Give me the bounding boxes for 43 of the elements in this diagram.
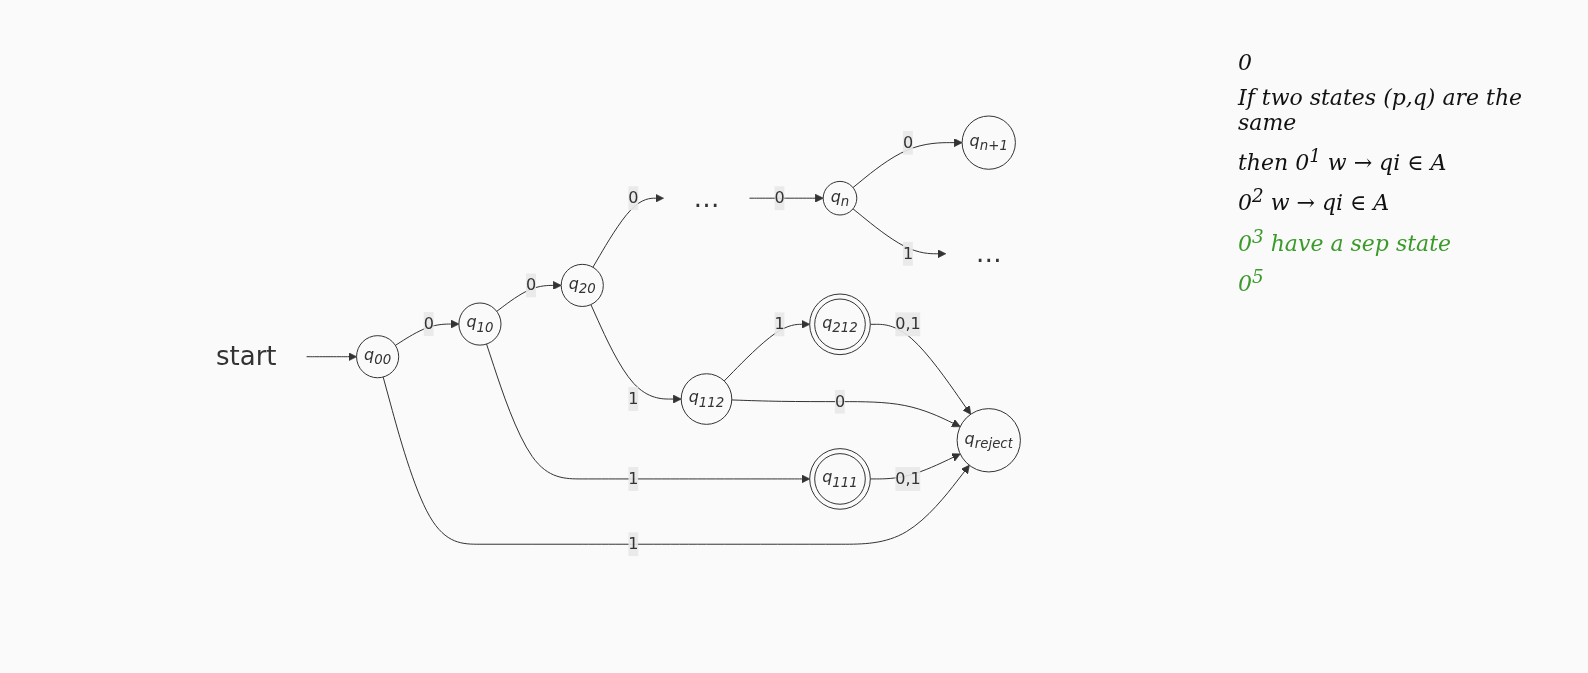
node-circle: q$_{112}$ [680,373,733,426]
node-circle: q$_{n+1}$ [961,115,1016,171]
handwritten-note: then 0$^{1}$ w → qi ∈ A [1238,145,1448,176]
edge-label: 0 [526,275,537,295]
edge-label: 1 [628,469,639,489]
edge-label: 0,1 [895,314,921,334]
edge-label: 1 [628,389,639,409]
arrow [723,320,811,382]
node-circle: q$_{20}$ [560,264,604,308]
edge-label: 0 [628,188,639,208]
edge-label: 0 [423,314,434,334]
handwritten-note: 0$^{2}$ w → qi ∈ A [1238,185,1391,216]
arrow [869,324,972,416]
handwritten-note: If two states (p,q) are the same [1238,85,1524,135]
arrow [382,376,970,546]
node-circle: q$_{reject}$ [956,408,1021,473]
edge-label: 0 [835,392,846,411]
arrow [496,281,562,313]
arrow [590,304,682,404]
arrow [852,138,963,189]
node-text: … [693,183,720,214]
arrow [306,352,358,362]
node-text: start [216,341,277,372]
handwritten-note: 0$^{5}$ [1238,266,1265,297]
node-circle: q$_{00}$ [356,335,400,379]
arrow [749,194,824,203]
node-circle: q$_{n}$ [822,181,858,216]
node-circle: q$_{10}$ [458,302,502,346]
edge-label: 0 [774,188,785,208]
arrow [592,194,665,269]
arrow [852,208,947,259]
arrow [486,343,811,484]
edge-label: 0 [903,133,914,153]
edge-label: 1 [903,244,914,264]
node-text: … [975,238,1002,269]
handwritten-note: 0 [1238,50,1253,75]
edge-label: 1 [774,314,785,334]
node-circle: q$_{111}$ [809,448,871,511]
handwritten-note: 0$^{3}$ have a sep state [1238,225,1452,256]
edge-label: 1 [628,534,639,554]
arrow [731,399,961,428]
node-circle: q$_{212}$ [809,293,871,356]
edge-label: 0,1 [895,469,921,489]
